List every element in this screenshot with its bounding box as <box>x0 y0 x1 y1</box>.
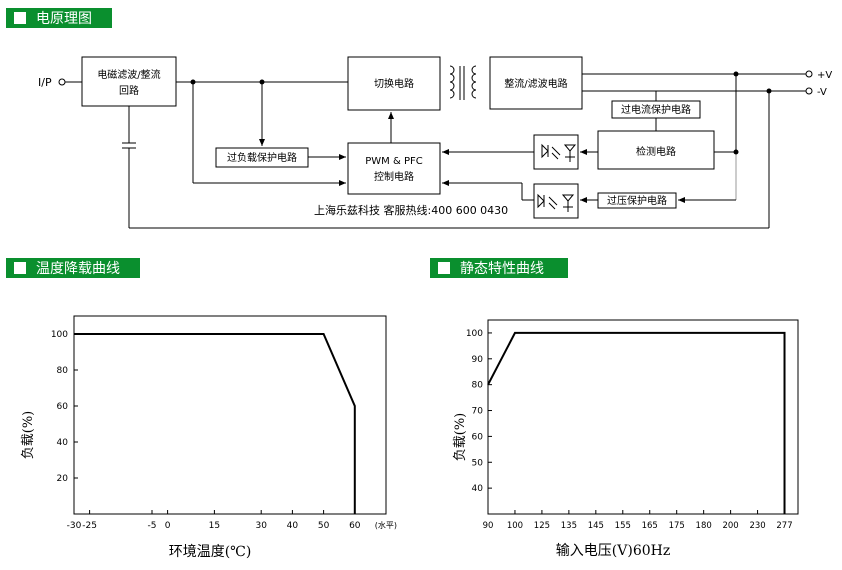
x-tick-label: -25 <box>82 521 97 531</box>
plot-frame <box>487 319 799 515</box>
x-tick-label: 60 <box>349 521 361 531</box>
x-tick-label: 15 <box>209 521 220 531</box>
x-tick-label: 200 <box>722 521 738 531</box>
y-tick-label: 100 <box>51 330 68 340</box>
section-title-label: 电原理图 <box>36 11 92 27</box>
y-tick-label: 20 <box>57 474 69 484</box>
square-bullet-icon <box>14 262 26 274</box>
emi-filter-label-2: 回路 <box>119 84 139 97</box>
x-unit-note: (水平) <box>375 520 397 530</box>
x-tick-label: -5 <box>148 521 157 531</box>
x-axis-label: 输入电压(V)60Hz <box>556 543 670 559</box>
output-pos-label: +V <box>817 70 832 81</box>
x-tick-label: 230 <box>749 521 765 531</box>
x-tick-label: 90 <box>483 521 494 531</box>
x-tick-label: 135 <box>561 521 577 531</box>
x-tick-label: 125 <box>534 521 550 531</box>
y-tick-label: 60 <box>472 432 484 442</box>
x-axis-label: 环境温度(℃) <box>169 544 252 560</box>
y-axis-label: 负载(%) <box>453 413 468 462</box>
y-tick-label: 70 <box>472 407 484 417</box>
y-tick-label: 50 <box>472 458 484 468</box>
section-title-block-diagram: 电原理图 <box>6 8 112 28</box>
y-tick-label: 100 <box>466 329 483 339</box>
square-bullet-icon <box>14 12 26 24</box>
optocoupler-icon <box>541 143 577 162</box>
static-chart: 90 100 125 135 145 155 165 175 180 200 230 277 40 50 6… <box>453 319 799 559</box>
hotline-text: 上海乐兹科技 客服热线:400 600 0430 <box>314 203 508 217</box>
switching-label: 切换电路 <box>374 77 414 90</box>
x-tick-label: 175 <box>669 521 685 531</box>
x-tick-label: 277 <box>776 521 792 531</box>
x-tick-label: 50 <box>318 521 330 531</box>
y-axis-label: 负载(%) <box>21 411 36 460</box>
x-tick-label: 30 <box>255 521 267 531</box>
y-tick-label: 80 <box>57 366 69 376</box>
y-tick-label: 60 <box>57 402 69 412</box>
overload-label: 过负载保护电路 <box>227 151 297 164</box>
derating-chart: -30-25 -5 0 15 30 40 50 60 (水平) 20 40 60 80 100 环境温度(℃… <box>21 315 397 560</box>
series-line <box>487 331 786 514</box>
overcurrent-label: 过电流保护电路 <box>621 103 691 116</box>
y-tick-label: 40 <box>57 438 69 448</box>
section-title-derating: 温度降载曲线 <box>6 258 140 278</box>
input-label: I/P <box>38 76 52 89</box>
block-diagram: I/P 电磁滤波/整流 回路 切换电路 整流/滤波电路 过负载保护电路 PWM … <box>38 56 832 229</box>
x-tick-label: -30 <box>67 521 82 531</box>
y-tick-label: 40 <box>472 484 484 494</box>
x-tick-label: 0 <box>165 521 171 531</box>
x-tick-label: 155 <box>615 521 631 531</box>
y-tick-label: 90 <box>472 355 484 365</box>
emi-filter-label: 电磁滤波/整流 <box>97 68 160 81</box>
series-line <box>74 333 356 514</box>
section-title-label: 温度降载曲线 <box>36 261 120 277</box>
x-tick-label: 180 <box>696 521 712 531</box>
pwm-label-2: 控制电路 <box>374 170 414 183</box>
detection-label: 检测电路 <box>636 145 676 158</box>
pwm-label: PWM & PFC <box>365 156 422 167</box>
x-tick-label: 100 <box>507 521 523 531</box>
section-title-label: 静态特性曲线 <box>460 261 544 277</box>
square-bullet-icon <box>438 262 450 274</box>
plot-frame <box>73 315 387 515</box>
x-tick-label: 145 <box>588 521 604 531</box>
output-neg-label: -V <box>817 87 827 98</box>
x-tick-label: 165 <box>642 521 658 531</box>
y-tick-label: 80 <box>472 381 484 391</box>
rectifier-label: 整流/滤波电路 <box>504 77 567 90</box>
section-title-static: 静态特性曲线 <box>430 258 568 278</box>
optocoupler-icon <box>537 193 575 212</box>
x-tick-label: 40 <box>287 521 299 531</box>
overvoltage-label: 过压保护电路 <box>607 194 667 207</box>
